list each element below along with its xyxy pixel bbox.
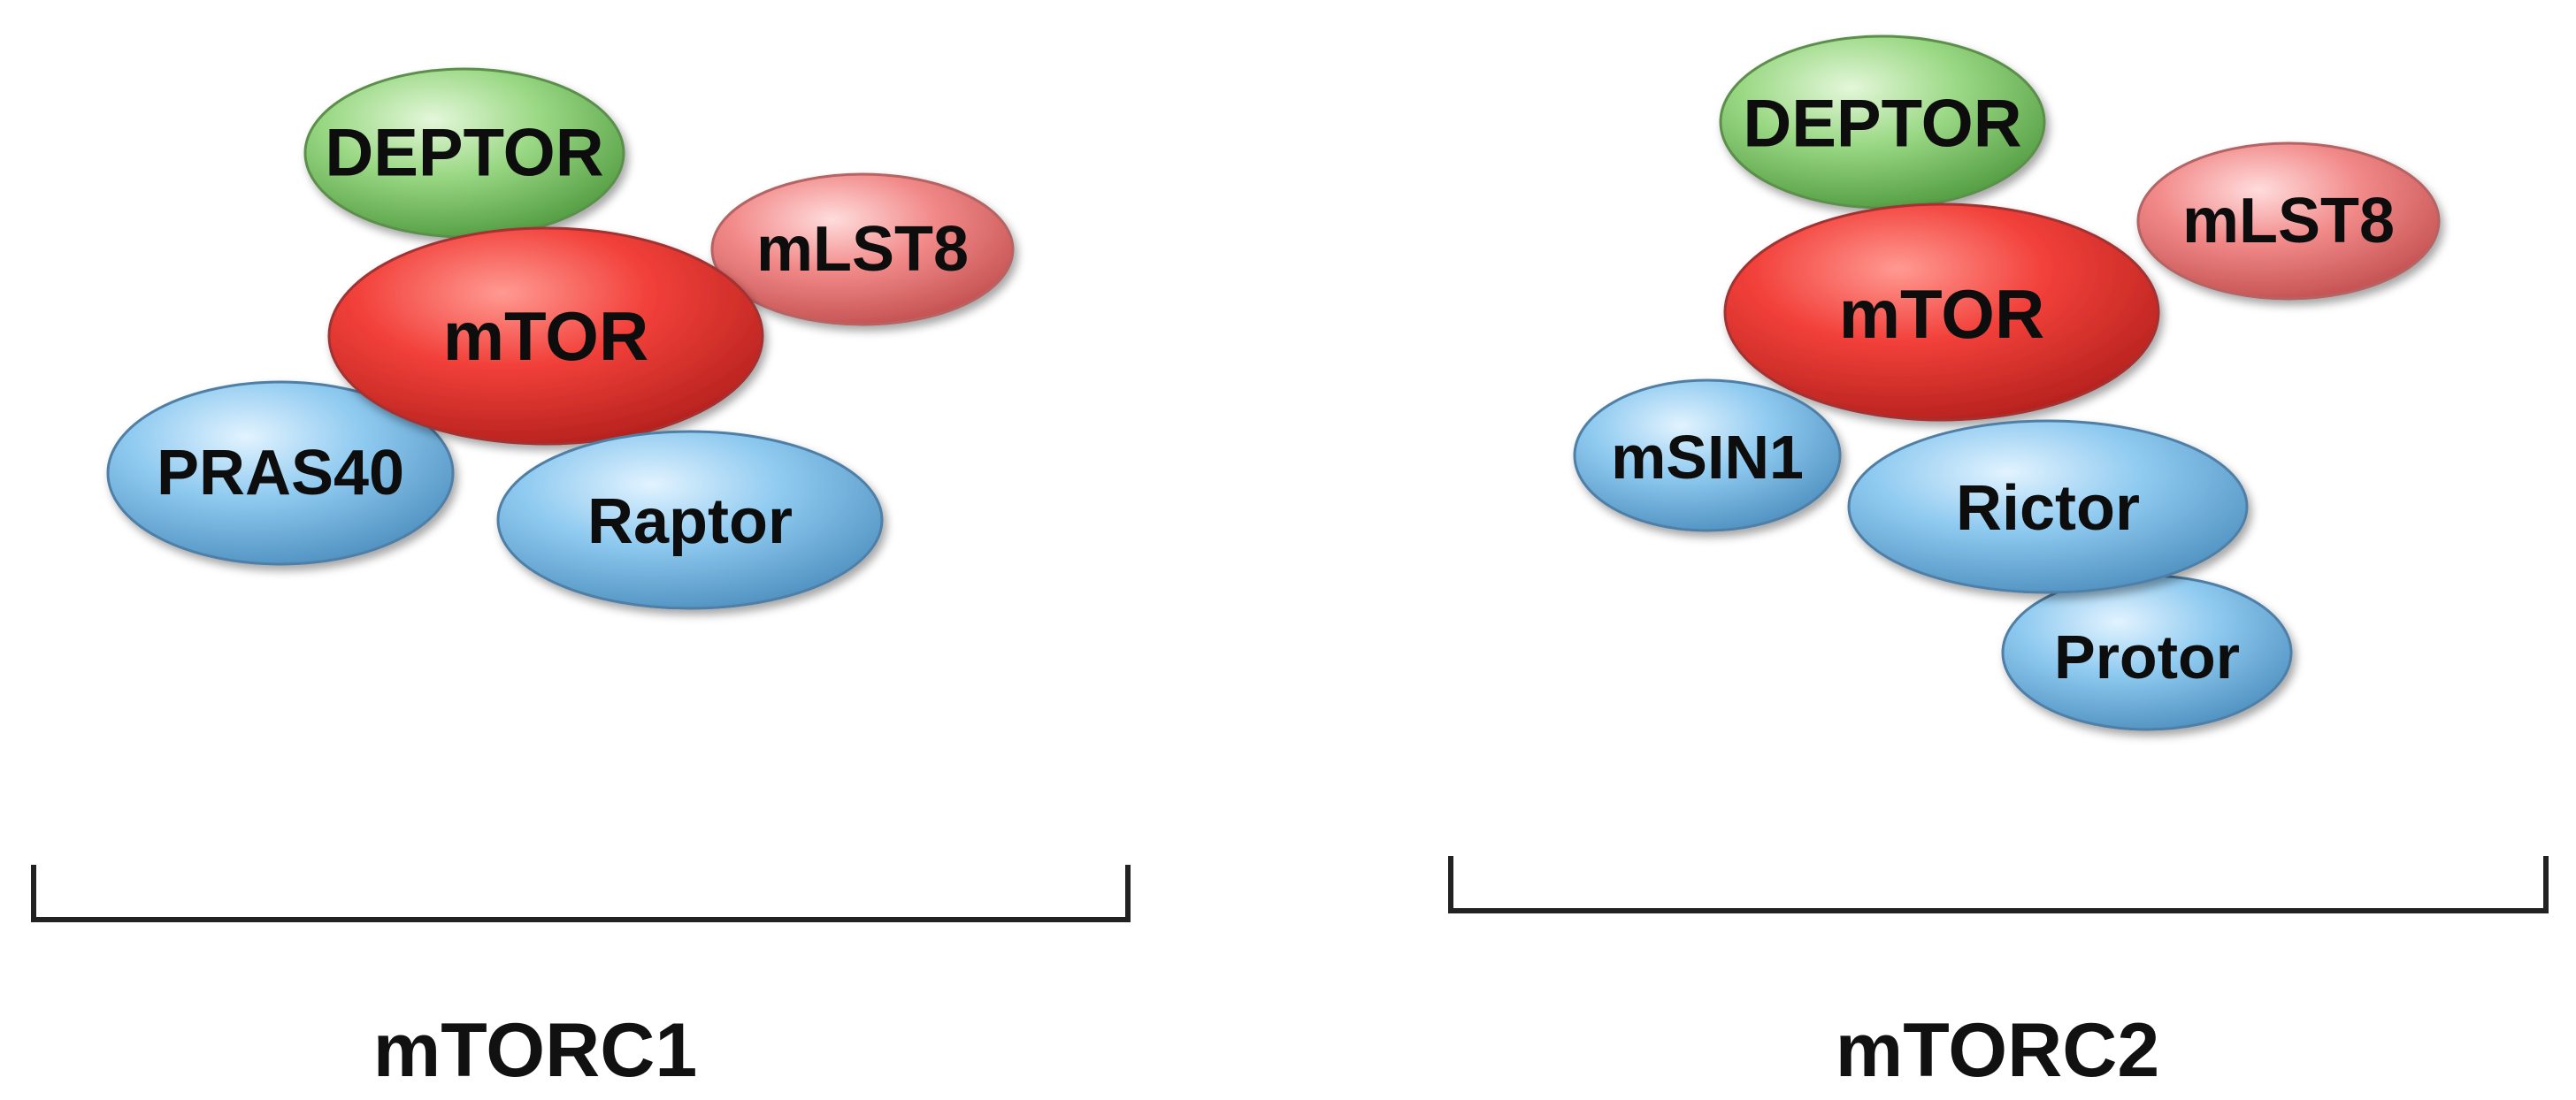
protein-mlst8: mLST8 [710,172,1015,326]
complex-label-mtorc2: mTORC2 [1836,1008,2159,1093]
pras40-ellipse [106,380,455,566]
mtor-label: mTOR [1839,275,2045,353]
rictor-label: Rictor [1956,473,2140,544]
mlst8-label: mLST8 [756,214,969,285]
complex-mtorc1: DEPTOR mLST8 PRAS40 mTOR Raptor mTORC1 [31,67,1131,1093]
protein-mlst8: mLST8 [2136,141,2441,301]
rictor-ellipse [1847,419,2249,594]
pras40-label: PRAS40 [157,438,404,508]
deptor-label: DEPTOR [325,116,603,191]
protor-label: Protor [2054,623,2240,691]
deptor-label: DEPTOR [1743,87,2021,162]
msin1-label: mSIN1 [1611,423,1804,492]
protein-deptor: DEPTOR [303,67,625,239]
protein-mtor: mTOR [327,226,764,446]
protein-raptor: Raptor [496,430,884,610]
complex-label-mtorc1: mTORC1 [373,1008,697,1093]
protein-mtor: mTOR [1723,202,2160,422]
protein-protor: Protor [2001,574,2293,731]
raptor-label: Raptor [587,486,793,557]
protein-rictor: Rictor [1847,419,2249,594]
bracket-mtorc1 [31,865,1131,922]
mtor-label: mTOR [443,297,649,375]
bracket-mtorc2 [1448,856,2549,913]
msin1-ellipse [1573,378,1842,532]
mlst8-label: mLST8 [2182,186,2395,256]
protein-msin1: mSIN1 [1573,378,1842,532]
complex-mtorc2: DEPTOR mLST8 mTOR mSIN1 Protor Rictor mT… [1448,34,2549,1093]
raptor-ellipse [496,430,884,610]
mlst8-ellipse [710,172,1015,326]
mtor-ellipse [1723,202,2160,422]
mtor-ellipse [327,226,764,446]
protein-pras40: PRAS40 [106,380,455,566]
protein-deptor: DEPTOR [1719,34,2046,210]
mlst8-ellipse [2136,141,2441,301]
